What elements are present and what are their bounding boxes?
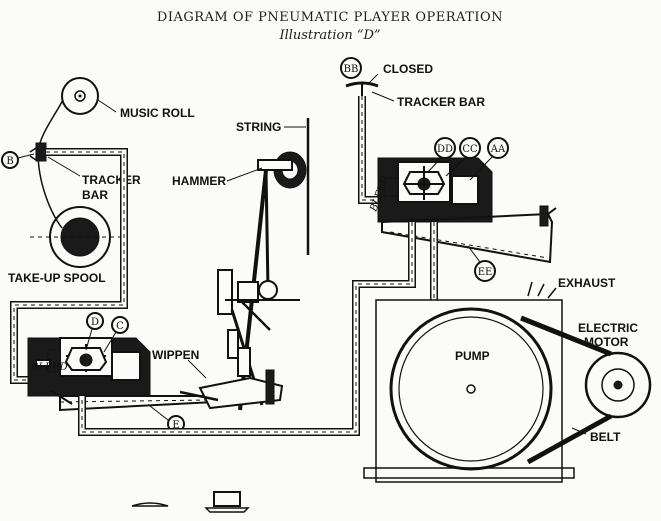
bottom-ornament-right <box>204 491 250 513</box>
tracker-bar-left-leader <box>47 156 81 177</box>
letter-d-left: D <box>91 317 99 328</box>
label-exhaust: EXHAUST <box>558 276 616 290</box>
pipe-left-tracker <box>10 148 128 384</box>
label-belt: BELT <box>590 430 621 444</box>
label-wippen: WIPPEN <box>152 348 199 362</box>
label-electric: ELECTRIC <box>578 321 638 335</box>
letter-ee-circle <box>474 260 496 282</box>
valve-block-left <box>27 337 151 397</box>
music-roll <box>61 77 99 115</box>
letter-bb-circle <box>340 57 362 79</box>
bottom-ornament-left <box>131 502 169 507</box>
label-hammer: HAMMER <box>172 174 226 188</box>
letter-ee: EE <box>478 267 493 278</box>
exhaust-vent <box>527 281 557 299</box>
diagram-subtitle: Illustration “D” <box>278 28 380 43</box>
label-pump: PUMP <box>455 349 490 363</box>
action-mechanism <box>179 269 300 410</box>
letter-c-left-circle <box>111 316 129 334</box>
letter-cc-circle <box>459 137 481 159</box>
label-tracker-left-1: TRACKER <box>82 173 141 187</box>
label-closed: CLOSED <box>383 62 433 76</box>
valve-block-right <box>377 157 493 223</box>
letter-dd: DD <box>437 144 453 155</box>
label-take-up-spool: TAKE-UP SPOOL <box>8 271 106 285</box>
letter-b: B <box>6 156 13 167</box>
duct-valve-to-pump <box>78 222 438 436</box>
diagram-title: DIAGRAM OF PNEUMATIC PLAYER OPERATION <box>157 10 503 25</box>
belt <box>520 315 613 465</box>
label-tracker-left-2: BAR <box>82 188 108 202</box>
letter-dd-circle <box>434 137 456 159</box>
tracker-bar-right <box>345 81 379 98</box>
tracker-bar-left <box>29 142 47 162</box>
letter-bb: BB <box>344 64 359 75</box>
letter-c-left: C <box>116 321 124 332</box>
pipe-right-tracker <box>358 96 382 204</box>
pump <box>363 299 575 483</box>
label-string: STRING <box>236 120 281 134</box>
letter-e: E <box>172 420 179 431</box>
letter-d-left-circle <box>86 312 104 330</box>
letter-b-circle <box>1 151 19 169</box>
music-roll-leader <box>97 99 117 113</box>
label-tracker-right: TRACKER BAR <box>397 95 485 109</box>
electric-motor <box>584 351 652 419</box>
letter-aa-circle <box>487 137 509 159</box>
bleed-left: BLEED <box>30 362 68 373</box>
letter-aa: AA <box>490 144 506 155</box>
striker-pneumatic-right <box>381 205 557 264</box>
letter-cc: CC <box>462 144 478 155</box>
label-music-roll: MUSIC ROLL <box>120 106 195 120</box>
